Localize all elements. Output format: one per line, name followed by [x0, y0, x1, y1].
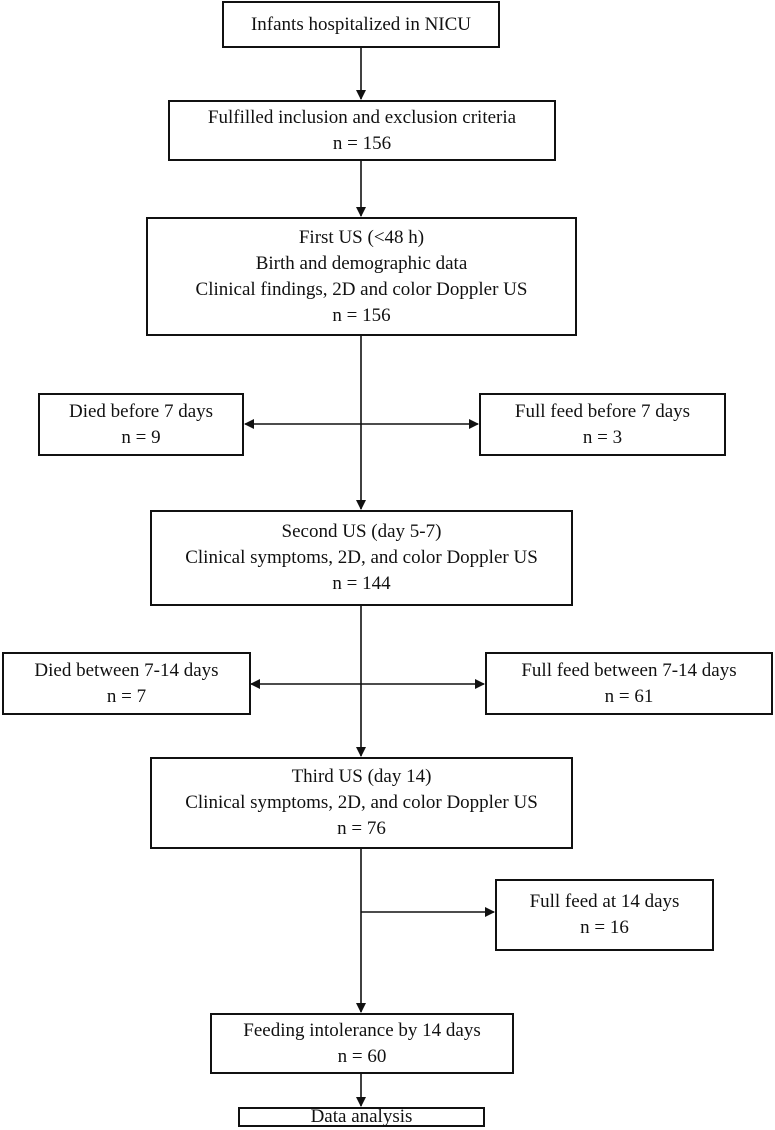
died-7-label: Died before 7 days [68, 400, 214, 422]
died-7-14-label: Died between 7-14 days [34, 659, 219, 681]
criteria-count: n = 156 [332, 132, 392, 154]
first-us-line2: Birth and demographic data [255, 252, 468, 274]
fullfeed-14-count: n = 16 [580, 917, 629, 938]
died-7-box: Died before 7 days n = 9 [38, 393, 244, 456]
nicu-label: Infants hospitalized in NICU [250, 13, 472, 35]
fullfeed-7-label: Full feed before 7 days [514, 400, 691, 422]
criteria-box: Fulfilled inclusion and exclusion criter… [168, 100, 556, 161]
fullfeed-14-box: Full feed at 14 days n = 16 [495, 879, 714, 951]
first-us-count: n = 156 [332, 304, 391, 326]
third-us-line2: Clinical symptoms, 2D, and color Doppler… [185, 792, 538, 813]
fullfeed-14-label: Full feed at 14 days [529, 891, 680, 912]
died-7-14-count: n = 7 [106, 685, 147, 707]
intolerance-box: Feeding intolerance by 14 days n = 60 [210, 1013, 514, 1074]
analysis-box: Data analysis [238, 1106, 485, 1127]
died-7-14-box: Died between 7-14 days n = 7 [2, 652, 251, 715]
analysis-label: Data analysis [310, 1106, 413, 1127]
intolerance-count: n = 60 [337, 1045, 387, 1067]
nicu-box: Infants hospitalized in NICU [222, 1, 500, 48]
second-us-line2: Clinical symptoms, 2D, and color Doppler… [185, 547, 538, 568]
first-us-box: First US (<48 h) Birth and demographic d… [146, 217, 577, 336]
third-us-box: Third US (day 14) Clinical symptoms, 2D,… [150, 757, 573, 849]
fullfeed-7-14-count: n = 61 [604, 685, 654, 707]
fullfeed-7-14-box: Full feed between 7-14 days n = 61 [485, 652, 773, 715]
criteria-label: Fulfilled inclusion and exclusion criter… [207, 106, 517, 128]
died-7-count: n = 9 [121, 426, 161, 448]
third-us-title: Third US (day 14) [291, 766, 432, 787]
fullfeed-7-14-label: Full feed between 7-14 days [521, 659, 737, 681]
second-us-title: Second US (day 5-7) [281, 521, 442, 542]
fullfeed-7-count: n = 3 [582, 426, 623, 448]
first-us-line3: Clinical findings, 2D and color Doppler … [195, 278, 528, 300]
first-us-title: First US (<48 h) [298, 226, 425, 248]
second-us-count: n = 144 [332, 573, 391, 594]
third-us-count: n = 76 [337, 818, 386, 839]
second-us-box: Second US (day 5-7) Clinical symptoms, 2… [150, 510, 573, 606]
intolerance-label: Feeding intolerance by 14 days [243, 1019, 481, 1041]
fullfeed-7-box: Full feed before 7 days n = 3 [479, 393, 726, 456]
